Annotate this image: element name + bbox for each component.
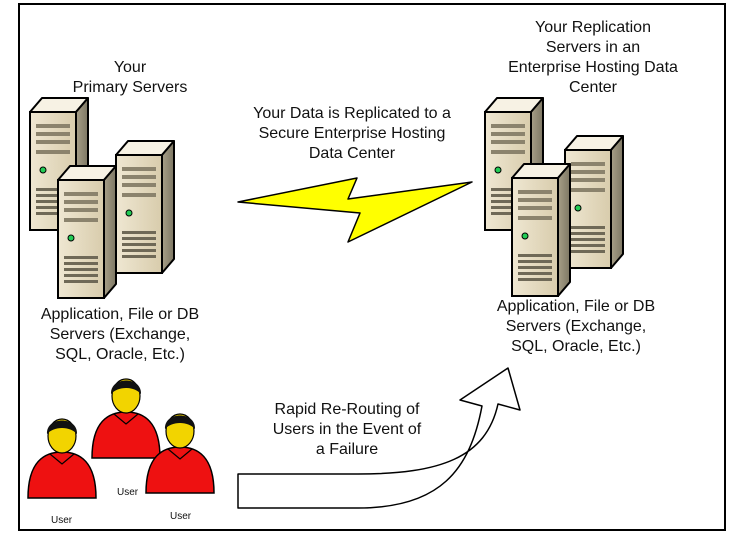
lightning-bolt-icon	[237, 177, 473, 243]
replication-link-label: Your Data is Replicated to a Secure Ente…	[253, 105, 451, 162]
rerouting-label: Rapid Re-Routing of Users in the Event o…	[272, 401, 422, 458]
primary-server-front-icon	[57, 165, 117, 299]
user-label: User	[170, 511, 192, 522]
users-group	[27, 378, 215, 499]
replication-server-right-icon	[564, 135, 624, 269]
primary-server-stack	[29, 97, 175, 299]
primary-servers-caption: Application, File or DB Servers (Exchang…	[40, 306, 200, 363]
primary-server-right-icon	[115, 140, 175, 274]
user-icon	[91, 378, 161, 459]
replication-servers-caption: Application, File or DB Servers (Exchang…	[496, 298, 656, 355]
curved-arrow-icon	[237, 367, 521, 509]
user-icon	[27, 418, 97, 499]
user-label: User	[117, 487, 139, 498]
replication-servers-title: Your Replication Servers in an Enterpris…	[508, 19, 678, 96]
replication-server-stack	[484, 97, 624, 297]
primary-servers-title: Your Primary Servers	[72, 59, 188, 96]
replication-server-front-icon	[511, 163, 571, 297]
user-label: User	[51, 515, 73, 526]
